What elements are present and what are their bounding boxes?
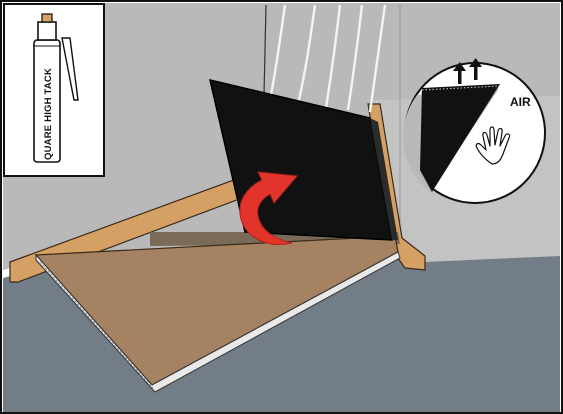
adhesive-tube-box: QUARE HIGH TACK <box>4 4 104 176</box>
adhesive-tube-label: QUARE HIGH TACK <box>43 68 54 160</box>
air-label: AIR <box>510 95 531 109</box>
